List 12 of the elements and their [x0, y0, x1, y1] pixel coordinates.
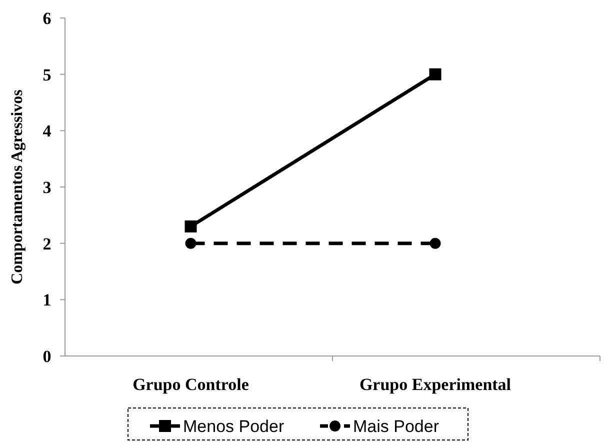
category-label: Grupo Experimental	[359, 375, 512, 394]
axis-tick-label: 5	[42, 65, 52, 84]
legend-label: Mais Poder	[353, 417, 439, 436]
axis-tick-label: 3	[42, 178, 52, 197]
category-label: Grupo Controle	[132, 375, 249, 394]
axis-tick-label: 6	[42, 9, 52, 28]
axis-tick-label: 2	[42, 234, 52, 254]
legend-label: Menos Poder	[183, 417, 284, 436]
axis-tick-label: 4	[42, 122, 52, 141]
axis-title: Comportamentos Agressivos	[9, 90, 26, 284]
axis-tick-label: 0	[42, 347, 52, 366]
axis-tick-label: 1	[42, 290, 52, 310]
